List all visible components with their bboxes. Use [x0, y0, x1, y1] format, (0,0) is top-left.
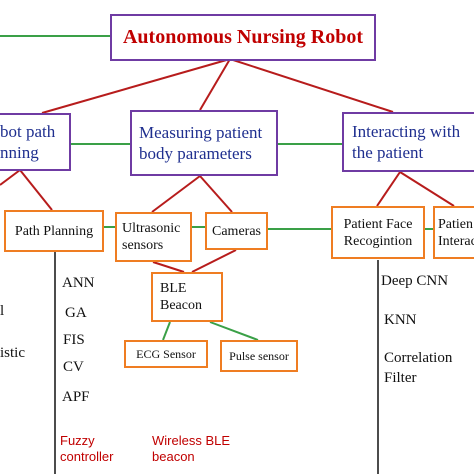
node-label-line: Patient Face [343, 216, 413, 232]
connector-left-path [19, 169, 53, 211]
connector-right-interaction [399, 171, 455, 207]
note-fuzzy-controller: Fuzzy controller [60, 433, 113, 465]
connector-ble-pulse [209, 321, 259, 341]
node-ble-beacon: BLE Beacon [151, 272, 223, 322]
note-line: controller [60, 449, 114, 464]
connector-cameras-ble [191, 249, 237, 273]
node-label-line: BLE [160, 281, 187, 296]
node-label-line: nning [0, 143, 39, 162]
node-label-line: Interac [438, 233, 474, 249]
list-item: istic [0, 345, 25, 361]
list-item: CV [63, 359, 84, 375]
connector-root-right-child [229, 58, 394, 113]
node-label: ECG Sensor [136, 346, 196, 361]
node-label-line: bot path [0, 122, 56, 141]
node-ultrasonic-sensors: Ultrasonic sensors [115, 212, 192, 262]
node-robot-path-planning: bot path nning [0, 113, 71, 171]
node-label-line: Recogintion [343, 233, 413, 249]
connector-ble-ecg [162, 321, 171, 341]
connector-root-left-child [41, 58, 231, 114]
node-label-line: Ultrasonic [122, 221, 181, 236]
node-path-planning: Path Planning [4, 210, 104, 252]
node-patient-interaction: Patien Interac [433, 206, 474, 259]
node-label-line: sensors [122, 238, 164, 253]
list-item: KNN [384, 312, 417, 328]
node-label-line: Measuring patient [139, 123, 263, 142]
note-line: beacon [152, 449, 195, 464]
node-label-line: Interacting with [352, 122, 461, 141]
node-label: Cameras [212, 223, 261, 239]
list-item: Filter [384, 370, 417, 386]
node-interacting-patient: Interacting with the patient [342, 112, 474, 172]
list-item: Deep CNN [381, 273, 449, 289]
node-ecg-sensor: ECG Sensor [124, 340, 208, 368]
node-pulse-sensor: Pulse sensor [220, 340, 298, 372]
note-line: Wireless BLE [152, 433, 231, 448]
node-label-line: Patien [438, 216, 473, 232]
node-label: Path Planning [14, 223, 94, 239]
list-item: ANN [62, 275, 95, 291]
root-node: Autonomous Nursing Robot [110, 14, 376, 61]
node-cameras: Cameras [205, 212, 268, 250]
note-line: Fuzzy [60, 433, 95, 448]
list-item: l [0, 303, 5, 319]
connector-left-offscreen [0, 169, 21, 186]
list-item: Correlation [384, 350, 453, 366]
node-face-recognition: Patient Face Recogintion [331, 206, 425, 259]
node-label: Pulse sensor [229, 348, 289, 363]
node-label-line: the patient [352, 143, 424, 162]
list-item: APF [62, 389, 90, 405]
connector-middle-cameras [199, 175, 233, 213]
connector-middle-ultrasonic [151, 175, 201, 213]
node-label-line: Beacon [160, 298, 202, 313]
node-label-line: body parameters [139, 144, 252, 163]
node-measuring-parameters: Measuring patient body parameters [130, 110, 278, 176]
connector-right-face [376, 171, 401, 207]
root-title: Autonomous Nursing Robot [122, 26, 364, 48]
list-item: FIS [63, 332, 85, 348]
connector-root-middle-child [199, 58, 231, 111]
list-item: GA [65, 305, 87, 321]
note-wireless-ble: Wireless BLE beacon [152, 433, 230, 465]
connector-ultrasonic-ble [152, 261, 185, 273]
